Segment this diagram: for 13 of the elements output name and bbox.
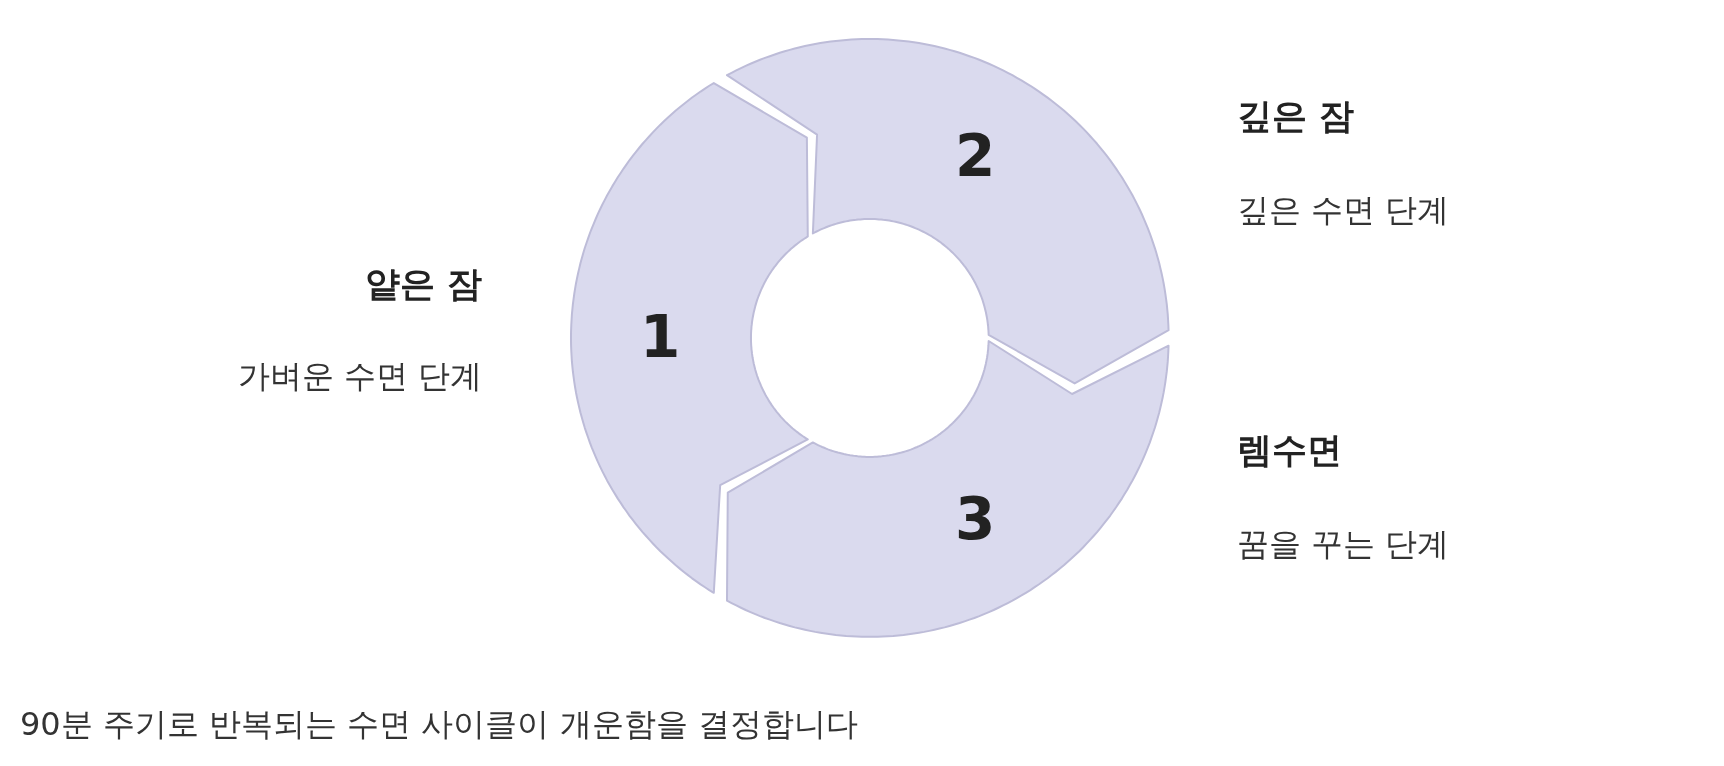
segment-number: 2 (955, 122, 996, 190)
caption: 90분 주기로 반복되는 수면 사이클이 개운함을 결정합니다 (20, 706, 858, 743)
stage-description: 꿈을 꾸는 단계 (1237, 526, 1450, 563)
stage-title: 깊은 잠 (1237, 96, 1355, 137)
ring-segment (725, 37, 1171, 386)
stage-description: 깊은 수면 단계 (1237, 192, 1450, 229)
ring-segment (569, 81, 810, 595)
ring-segment (725, 339, 1171, 639)
stage-title: 렘수면 (1237, 430, 1342, 471)
stage-title: 얕은 잠 (365, 264, 483, 305)
segment-number: 1 (640, 304, 681, 372)
stage-description: 가벼운 수면 단계 (238, 358, 483, 395)
segment-number: 3 (955, 486, 996, 554)
